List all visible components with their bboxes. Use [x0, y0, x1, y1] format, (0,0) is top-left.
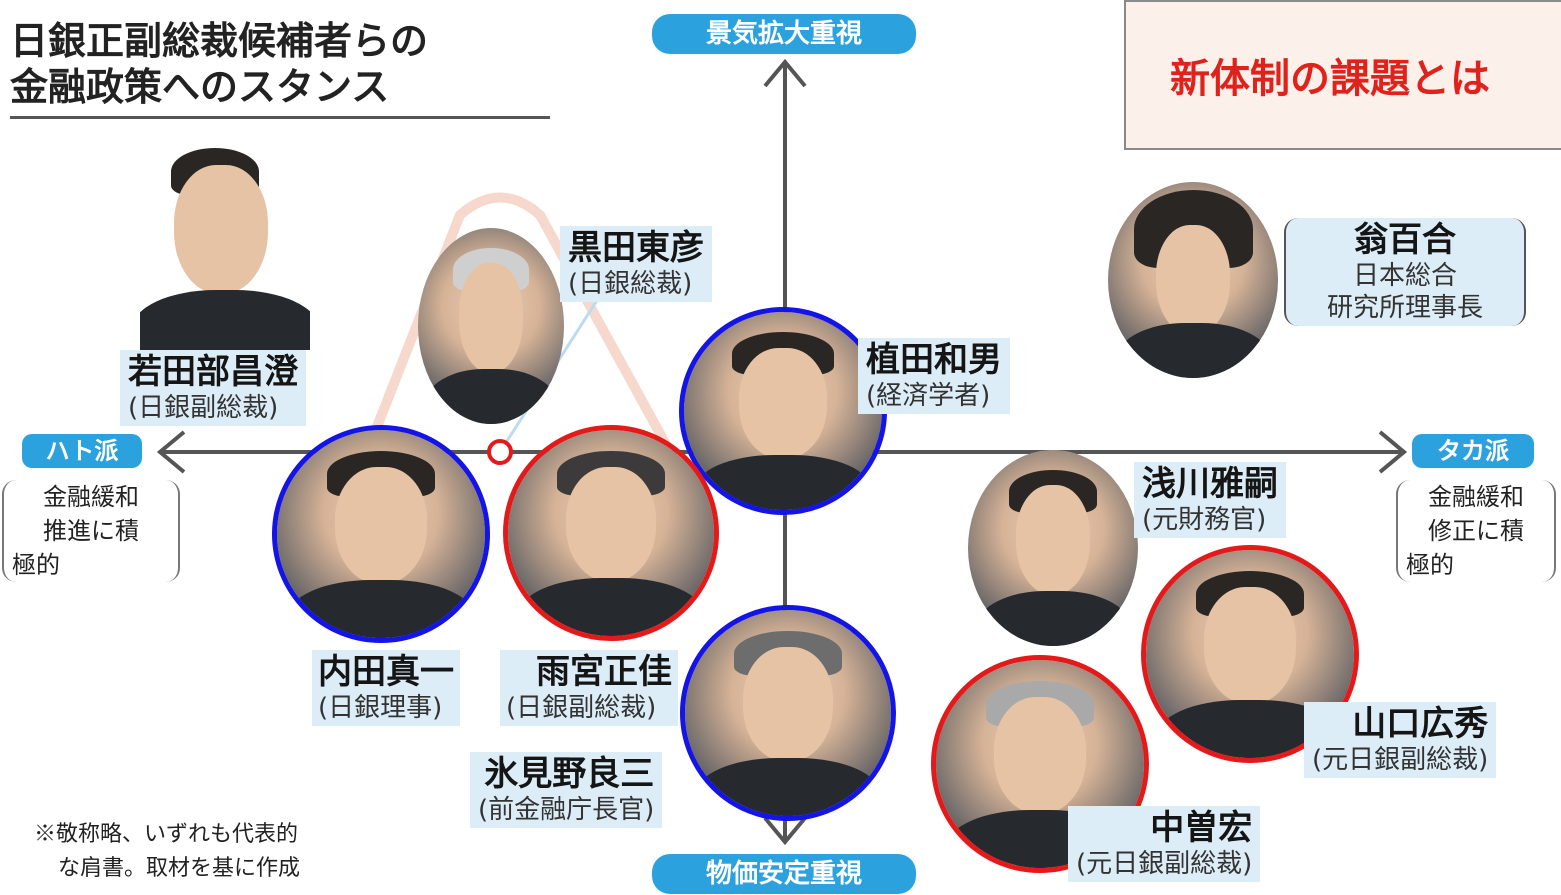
down-arrow-head — [763, 816, 807, 846]
right-note-line-3: 極的 — [1406, 551, 1454, 579]
title-line-1: 日銀正副総裁候補者らの — [10, 19, 429, 63]
nakaso-name: 中曽宏 — [1150, 808, 1253, 848]
yamaguchi-name: 山口広秀 — [1352, 704, 1489, 744]
ueda-label: 植田和男 (経済学者) — [858, 338, 1010, 414]
axis-right-label: タカ派 — [1412, 434, 1534, 468]
wakatabe-role: (日銀副総裁) — [128, 393, 279, 423]
amamiya-name: 雨宮正佳 — [536, 652, 672, 692]
ueda-highlight-ring — [679, 307, 887, 515]
left-axis-note: 金融緩和 推進に積 極的 — [2, 480, 180, 582]
footnote-line-2: な肩書。取材を基に作成 — [58, 856, 301, 881]
right-arrow-head — [1378, 430, 1408, 474]
wakatabe-name: 若田部昌澄 — [128, 352, 298, 392]
asakawa-photo — [968, 450, 1138, 646]
yamaguchi-label: 山口広秀 (元日銀副総裁) — [1304, 702, 1497, 778]
kuroda-role: (日銀総裁) — [568, 269, 693, 299]
okina-photo — [1108, 182, 1278, 378]
amamiya-role: (日銀副総裁) — [506, 693, 657, 723]
himino-name: 氷見野良三 — [484, 754, 655, 794]
amamiya-highlight-ring — [503, 425, 719, 641]
amamiya-label: 雨宮正佳 (日銀副総裁) — [500, 650, 678, 726]
yamaguchi-role: (元日銀副総裁) — [1312, 745, 1489, 775]
okina-role-line-1: 日本総合 — [1352, 261, 1457, 291]
callout-text: 新体制の課題とは — [1170, 56, 1490, 102]
left-note-line-3: 極的 — [12, 551, 60, 579]
okina-label: 翁百合 日本総合 研究所理事長 — [1284, 218, 1526, 326]
kuroda-photo — [418, 228, 564, 424]
wakatabe-label: 若田部昌澄 (日銀副総裁) — [120, 350, 306, 426]
okina-role-line-2: 研究所理事長 — [1326, 293, 1483, 323]
uchida-label: 内田真一 (日銀理事) — [312, 650, 460, 726]
asakawa-name: 浅川雅嗣 — [1142, 464, 1278, 504]
left-note-line-1: 金融緩和 — [43, 483, 139, 511]
nakaso-label: 中曽宏 (元日銀副総裁) — [1068, 806, 1261, 882]
himino-label: 氷見野良三 (前金融庁長官) — [470, 752, 663, 828]
kuroda-label: 黒田東彦 (日銀総裁) — [560, 226, 712, 302]
okina-name: 翁百合 — [1354, 220, 1456, 260]
axis-left-label: ハト派 — [22, 434, 142, 468]
footnote: ※敬称略、いずれも代表的 な肩書。取材を基に作成 — [34, 818, 300, 886]
kuroda-name: 黒田東彦 — [568, 228, 704, 268]
right-note-line-2: 修正に積 — [1428, 517, 1524, 545]
up-arrow-head — [763, 58, 807, 88]
axis-top-label: 景気拡大重視 — [652, 14, 916, 54]
axis-bottom-label: 物価安定重視 — [652, 854, 916, 894]
kuroda-marker-dot — [487, 439, 513, 465]
left-note-line-2: 推進に積 — [43, 517, 139, 545]
ueda-name: 植田和男 — [866, 340, 1002, 380]
nakaso-highlight-ring — [931, 655, 1149, 873]
uchida-name: 内田真一 — [318, 652, 454, 692]
decor-triangle — [355, 192, 685, 473]
uchida-highlight-ring — [272, 425, 490, 643]
callout-box: 新体制の課題とは — [1124, 0, 1561, 150]
himino-role: (前金融庁長官) — [478, 795, 655, 825]
left-arrow-head — [156, 430, 186, 474]
wakatabe-photo — [140, 135, 310, 350]
yamaguchi-highlight-ring — [1141, 545, 1359, 763]
footnote-line-1: ※敬称略、いずれも代表的 — [34, 822, 299, 847]
title-line-2: 金融政策へのスタンス — [10, 65, 390, 109]
uchida-role: (日銀理事) — [318, 693, 443, 723]
asakawa-label: 浅川雅嗣 (元財務官) — [1134, 462, 1286, 538]
nakaso-role: (元日銀副総裁) — [1076, 849, 1253, 879]
right-axis-note: 金融緩和 修正に積 極的 — [1396, 480, 1556, 582]
asakawa-role: (元財務官) — [1142, 505, 1267, 535]
right-note-line-1: 金融緩和 — [1428, 483, 1524, 511]
himino-highlight-ring — [680, 605, 896, 821]
ueda-role: (経済学者) — [866, 381, 991, 411]
page-title: 日銀正副総裁候補者らの 金融政策へのスタンス — [10, 18, 550, 119]
